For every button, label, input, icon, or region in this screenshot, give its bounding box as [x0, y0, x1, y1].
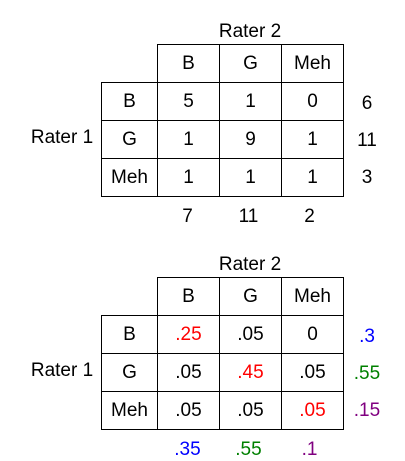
- table-cell: 1: [281, 120, 344, 159]
- table-cell: 1: [219, 82, 282, 121]
- diagonal-cell: .05: [281, 391, 344, 430]
- row-total-g: 11: [357, 130, 377, 151]
- diagonal-cell: .45: [219, 353, 282, 392]
- header-row: B G Meh: [101, 277, 344, 316]
- row-header-meh: Meh: [101, 158, 158, 197]
- counts-table-block: Rater 2 Rater 1 B G Meh B 5 1 0 G 1 9 1 …: [0, 0, 405, 230]
- rater2-header: Rater 2: [218, 21, 282, 42]
- col-header-b: B: [157, 277, 220, 316]
- rater1-header: Rater 1: [30, 360, 94, 381]
- row-header-b: B: [101, 82, 158, 121]
- col-total-g: .55: [235, 439, 262, 460]
- table-cell: 1: [219, 158, 282, 197]
- table-cell: 1: [281, 158, 344, 197]
- table-row: G 1 9 1: [101, 120, 344, 159]
- col-total-meh: .1: [301, 439, 318, 460]
- row-total-meh: 3: [361, 167, 373, 188]
- table-cell: .05: [281, 353, 344, 392]
- counts-table: B G Meh B 5 1 0 G 1 9 1 Meh 1 1 1: [101, 44, 344, 197]
- row-total-b: 6: [361, 93, 373, 114]
- table-cell: .05: [219, 391, 282, 430]
- col-total-b: 7: [182, 206, 193, 227]
- table-row: B .25 .05 0: [101, 315, 344, 354]
- col-total-b: .35: [174, 439, 201, 460]
- corner-cell: [101, 44, 158, 83]
- row-header-g: G: [101, 120, 158, 159]
- table-row: G .05 .45 .05: [101, 353, 344, 392]
- table-row: Meh .05 .05 .05: [101, 391, 344, 430]
- table-cell: 0: [281, 82, 344, 121]
- table-cell: .05: [219, 315, 282, 354]
- rater2-header: Rater 2: [218, 254, 282, 275]
- row-total-meh: .15: [353, 400, 381, 421]
- proportions-table-block: Rater 2 Rater 1 B G Meh B .25 .05 0 G .0…: [0, 233, 405, 461]
- col-total-meh: 2: [304, 206, 315, 227]
- col-header-meh: Meh: [281, 44, 344, 83]
- row-header-b: B: [101, 315, 158, 354]
- col-header-g: G: [219, 44, 282, 83]
- corner-cell: [101, 277, 158, 316]
- row-total-b: .3: [359, 326, 375, 347]
- col-header-g: G: [219, 277, 282, 316]
- row-header-meh: Meh: [101, 391, 158, 430]
- table-row: Meh 1 1 1: [101, 158, 344, 197]
- col-header-b: B: [157, 44, 220, 83]
- row-total-g: .55: [353, 363, 381, 384]
- table-row: B 5 1 0: [101, 82, 344, 121]
- table-cell: .05: [157, 391, 220, 430]
- table-cell: 1: [157, 158, 220, 197]
- table-cell: 5: [157, 82, 220, 121]
- table-cell: 0: [281, 315, 344, 354]
- table-cell: 1: [157, 120, 220, 159]
- diagonal-cell: .25: [157, 315, 220, 354]
- header-row: B G Meh: [101, 44, 344, 83]
- table-cell: 9: [219, 120, 282, 159]
- col-header-meh: Meh: [281, 277, 344, 316]
- col-total-g: 11: [238, 206, 259, 227]
- row-header-g: G: [101, 353, 158, 392]
- rater1-header: Rater 1: [30, 127, 94, 148]
- proportions-table: B G Meh B .25 .05 0 G .05 .45 .05 Meh .0…: [101, 277, 344, 430]
- table-cell: .05: [157, 353, 220, 392]
